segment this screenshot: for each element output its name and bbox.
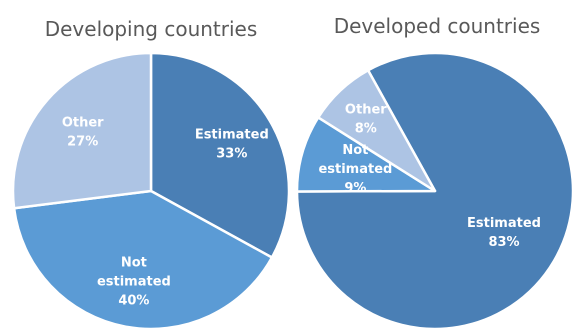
pie-slice-developing-estimated bbox=[149, 51, 291, 259]
slices-developing bbox=[11, 51, 291, 331]
pie-slice-developed-other bbox=[316, 69, 437, 193]
chart-title-developed: Developed countries bbox=[334, 14, 541, 38]
slices-developed bbox=[295, 51, 575, 331]
chart-title-developing: Developing countries bbox=[45, 17, 258, 41]
pie-slice-developing-other bbox=[11, 51, 153, 210]
pie-slice-developed-estimated bbox=[295, 51, 575, 331]
pie-slice-developing-not-estimated bbox=[12, 189, 274, 331]
